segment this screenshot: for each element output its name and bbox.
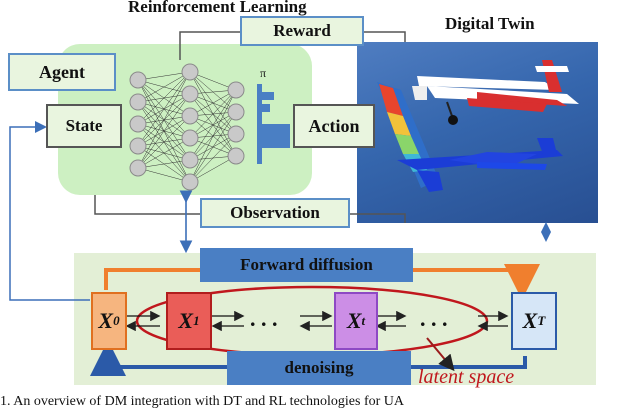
observation-box: Observation bbox=[200, 198, 350, 228]
node-xT-base: X bbox=[522, 308, 538, 333]
reward-box: Reward bbox=[240, 16, 364, 46]
latent-space-label: latent space bbox=[418, 366, 515, 388]
node-x1-sub: 1 bbox=[193, 313, 200, 328]
policy-symbol: π bbox=[260, 66, 267, 80]
airplane-illustration bbox=[377, 60, 579, 192]
state-box: State bbox=[46, 104, 122, 148]
node-xt-base: X bbox=[346, 308, 362, 333]
node-x0-sub: 0 bbox=[113, 313, 120, 328]
blue-airplane bbox=[397, 138, 563, 192]
node-xT-sub: T bbox=[537, 313, 546, 328]
node-xt-sub: t bbox=[361, 313, 366, 328]
digital-twin-image bbox=[357, 42, 598, 223]
action-box: Action bbox=[293, 104, 375, 148]
red-airplane bbox=[412, 60, 579, 125]
ellipsis-1: . . . bbox=[250, 306, 278, 331]
digital-twin-title: Digital Twin bbox=[445, 14, 535, 33]
node-x0-base: X bbox=[98, 308, 114, 333]
ellipsis-2: . . . bbox=[420, 306, 448, 331]
figure-caption: 1. An overview of DM integration with DT… bbox=[0, 394, 404, 409]
forward-diffusion-bar: Forward diffusion bbox=[200, 248, 413, 282]
agent-label: Agent bbox=[8, 53, 116, 91]
digital-twin-link-diamond bbox=[541, 222, 551, 242]
denoising-bar: denoising bbox=[227, 351, 411, 385]
rl-title: Reinforcement Learning bbox=[128, 0, 307, 16]
node-x1-base: X bbox=[178, 308, 194, 333]
